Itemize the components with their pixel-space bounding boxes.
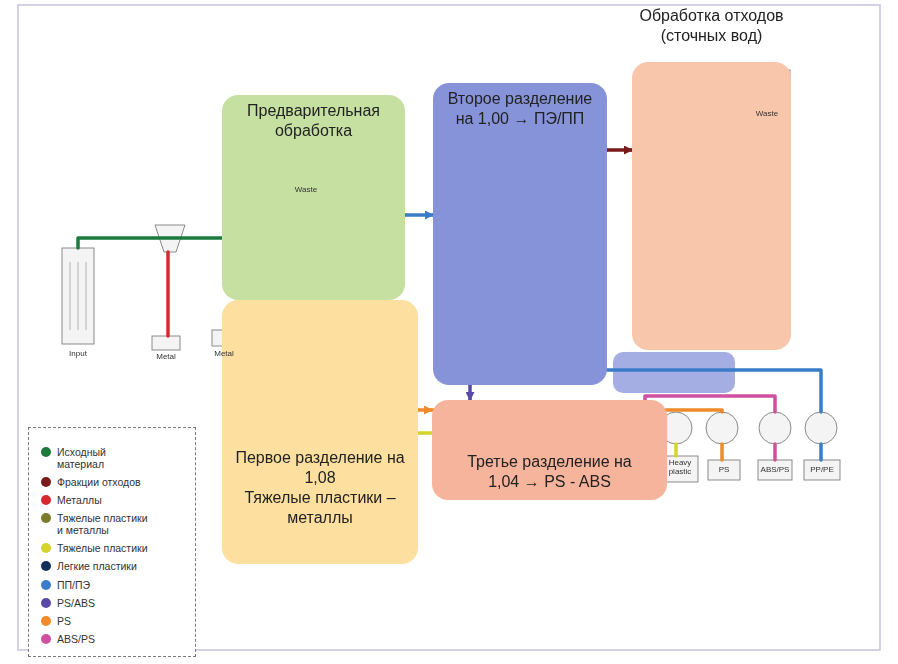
equipment-label: ABS/PS <box>761 466 790 475</box>
separation-area <box>613 352 735 393</box>
equipment-label: PP/PE <box>810 466 834 475</box>
text-column: Предварительная обработка <box>226 101 401 141</box>
text-column: Первое разделение на 1,08Тяжелые пластик… <box>235 448 405 528</box>
tank-arrows <box>70 262 86 330</box>
legend-swatch <box>41 477 51 487</box>
legend-swatch <box>41 513 51 523</box>
legend-item: Легкие пластики <box>41 560 195 572</box>
region-box: Обработка отходов (сточных вод) <box>632 62 791 350</box>
region-box: Второе разделение на 1,00 → ПЭ/ПП <box>433 83 607 385</box>
legend-swatch <box>41 580 51 590</box>
region-title: Первое разделение на 1,08 <box>235 448 405 488</box>
flow-connector <box>405 213 433 217</box>
equipment-label: Input <box>69 350 87 359</box>
region-subtitle: Тяжелые пластики – металлы <box>235 488 405 528</box>
legend-text: Исходный материал <box>57 446 153 470</box>
legend-box: Исходный материалФракции отходовМеталлыТ… <box>28 427 196 657</box>
flow-connector <box>418 408 432 412</box>
legend-swatch <box>41 447 51 457</box>
legend-swatch <box>41 634 51 644</box>
region-title: Обработка отходов (сточных вод) <box>629 6 794 46</box>
legend-swatch <box>41 561 51 571</box>
legend-text: Легкие пластики <box>57 560 153 572</box>
legend-swatch <box>41 543 51 553</box>
region-box: Предварительная обработка <box>222 95 405 300</box>
equipment-label: Heavy plastic <box>663 459 697 477</box>
legend-item: PS <box>41 615 195 627</box>
flow-connector <box>468 385 472 400</box>
legend-item: Тяжелые пластики и металлы <box>41 512 195 536</box>
region-title: Третье разделение на 1,04 → PS - ABS <box>465 452 635 492</box>
legend-swatch <box>41 495 51 505</box>
legend-item: ПП/ПЭ <box>41 579 195 591</box>
region-title: Второе разделение на 1,00 → ПЭ/ПП <box>440 89 600 129</box>
legend-swatch <box>41 598 51 608</box>
equipment-label: Metal <box>214 350 234 359</box>
legend-text: Тяжелые пластики <box>57 542 153 554</box>
equipment-label: Waste <box>295 186 317 195</box>
legend-text: Фракции отходов <box>57 476 153 488</box>
legend-text: Тяжелые пластики и металлы <box>57 512 153 536</box>
text-column: Третье разделение на 1,04 → PS - ABS <box>465 452 635 492</box>
text-column: Второе разделение на 1,00 → ПЭ/ПП <box>440 89 600 129</box>
legend-text: PS <box>57 615 153 627</box>
legend-item: Фракции отходов <box>41 476 195 488</box>
legend-item: Исходный материал <box>41 446 195 470</box>
legend-item: PS/ABS <box>41 597 195 609</box>
frame <box>18 5 880 650</box>
region-box: Первое разделение на 1,08Тяжелые пластик… <box>222 300 418 564</box>
flow-connector <box>607 148 632 152</box>
legend-text: Металлы <box>57 494 153 506</box>
legend-text: PS/ABS <box>57 597 153 609</box>
legend-text: ПП/ПЭ <box>57 579 153 591</box>
region-box: Третье разделение на 1,04 → PS - ABS <box>432 400 667 500</box>
region-title: Предварительная обработка <box>226 101 401 141</box>
equipment-label: Waste <box>756 110 778 119</box>
equipment-label: Metal <box>156 353 176 362</box>
legend-swatch <box>41 616 51 626</box>
legend-text: ABS/PS <box>57 633 153 645</box>
legend-item: Металлы <box>41 494 195 506</box>
legend-item: Тяжелые пластики <box>41 542 195 554</box>
equipment-label: PS <box>719 466 730 475</box>
text-column: Обработка отходов (сточных вод) <box>629 6 794 46</box>
legend-item: ABS/PS <box>41 633 195 645</box>
